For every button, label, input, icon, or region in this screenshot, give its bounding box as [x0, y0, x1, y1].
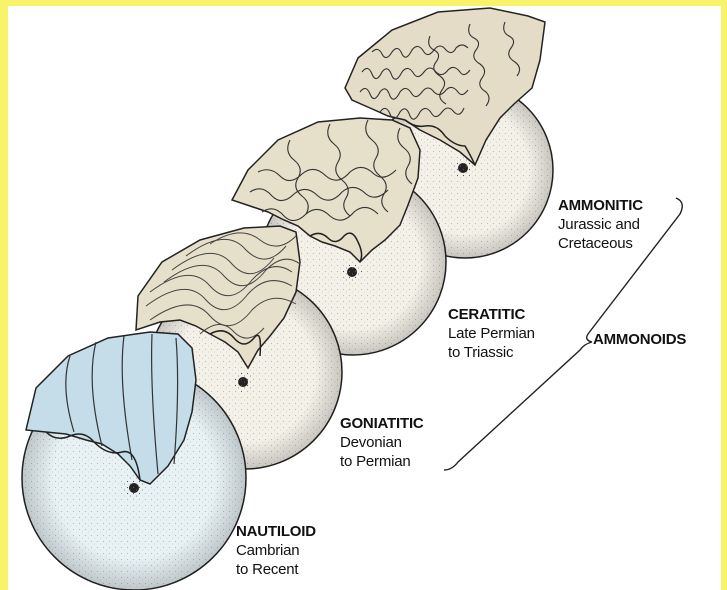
ammonoids-group-label: AMMONOIDS: [593, 330, 686, 349]
ammonitic-name: AMMONITIC: [558, 196, 643, 215]
goniatitic-period-line2: to Permian: [340, 452, 424, 471]
ceratitic-period-line1: Late Permian: [448, 324, 535, 343]
goniatitic-label: GONIATITIC Devonian to Permian: [340, 414, 424, 471]
ceratitic-period-line2: to Triassic: [448, 343, 535, 362]
nautiloid-label: NAUTILOID Cambrian to Recent: [236, 522, 316, 579]
nautiloid-period-line1: Cambrian: [236, 541, 316, 560]
nautiloid-name: NAUTILOID: [236, 522, 316, 541]
ceratitic-name: CERATITIC: [448, 305, 535, 324]
goniatitic-name: GONIATITIC: [340, 414, 424, 433]
ammonitic-period-line2: Cretaceous: [558, 234, 643, 253]
ceratitic-label: CERATITIC Late Permian to Triassic: [448, 305, 535, 362]
ammonoids-name: AMMONOIDS: [593, 330, 686, 349]
ammonitic-label: AMMONITIC Jurassic and Cretaceous: [558, 196, 643, 253]
goniatitic-period-line1: Devonian: [340, 433, 424, 452]
ammonitic-period-line1: Jurassic and: [558, 215, 643, 234]
nautiloid-period-line2: to Recent: [236, 560, 316, 579]
